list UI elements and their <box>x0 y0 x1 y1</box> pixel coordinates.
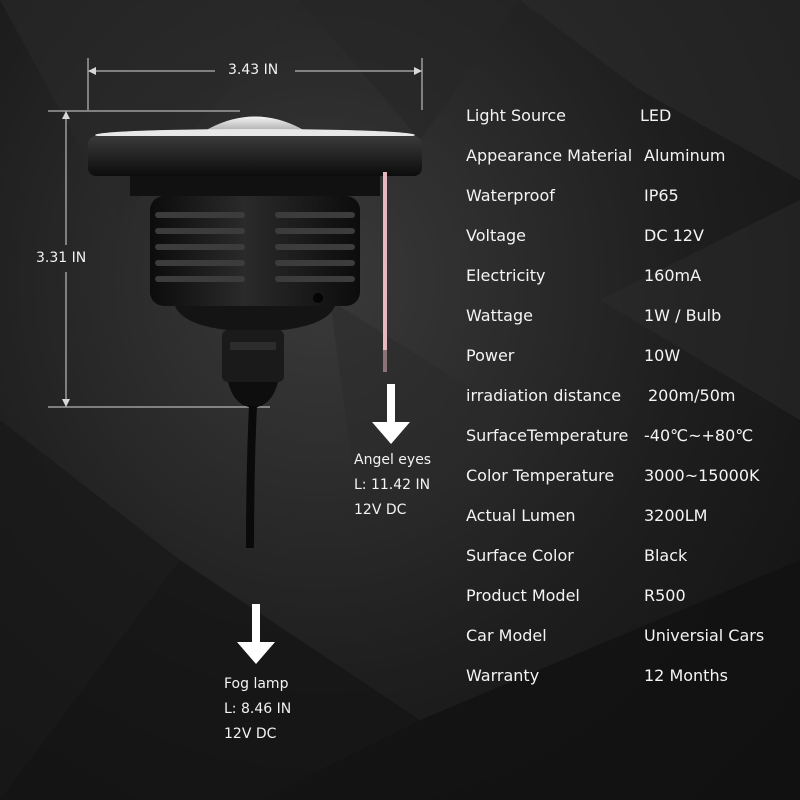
spec-row: Waterproof IP65 <box>466 186 786 210</box>
height-dimension-label: 3.31 IN <box>36 250 87 266</box>
spec-row: Product Model R500 <box>466 586 786 610</box>
spec-key: Voltage <box>466 226 527 245</box>
spec-value: LED <box>640 106 672 125</box>
spec-row: Voltage DC 12V <box>466 226 786 250</box>
angel-eyes-name: Angel eyes <box>354 452 432 468</box>
spec-row: Wattage 1W / Bulb <box>466 306 786 330</box>
spec-key: Wattage <box>466 306 533 325</box>
spec-row: Warranty 12 Months <box>466 666 786 690</box>
spec-key: Waterproof <box>466 186 555 205</box>
spec-key: Color Temperature <box>466 466 615 485</box>
spec-row: Electricity 160mA <box>466 266 786 290</box>
spec-key: irradiation distance <box>466 386 622 405</box>
spec-row: Color Temperature 3000~15000K <box>466 466 786 490</box>
spec-value: 3000~15000K <box>644 466 760 485</box>
spec-key: Car Model <box>466 626 547 645</box>
spec-row: Actual Lumen 3200LM <box>466 506 786 530</box>
spec-value: 160mA <box>644 266 702 285</box>
spec-value: 3200LM <box>644 506 708 525</box>
spec-key: Warranty <box>466 666 540 685</box>
fog-lamp-voltage: 12V DC <box>224 726 277 742</box>
angel-eyes-arrow-icon <box>372 384 410 444</box>
width-dimension-label: 3.43 IN <box>228 62 279 78</box>
fog-lamp-note: Fog lamp L: 8.46 IN 12V DC <box>224 672 291 747</box>
spec-row: Surface Color Black <box>466 546 786 570</box>
angel-eyes-voltage: 12V DC <box>354 502 407 518</box>
spec-row: Appearance Material Aluminum <box>466 146 786 170</box>
spec-key: Appearance Material <box>466 146 633 165</box>
spec-value: Aluminum <box>644 146 726 165</box>
spec-row: SurfaceTemperature -40℃~+80℃ <box>466 426 786 450</box>
spec-value: 12 Months <box>644 666 728 685</box>
fog-lamp-name: Fog lamp <box>224 676 289 692</box>
fog-lamp-arrow-icon <box>237 604 275 664</box>
spec-key: Product Model <box>466 586 580 605</box>
spec-key: SurfaceTemperature <box>466 426 629 445</box>
spec-value: Black <box>644 546 688 565</box>
spec-row: Light Source LED <box>466 106 786 130</box>
spec-value: DC 12V <box>644 226 704 245</box>
spec-row: Power 10W <box>466 346 786 370</box>
spec-value: 200m/50m <box>648 386 736 405</box>
spec-key: Electricity <box>466 266 546 285</box>
spec-value: -40℃~+80℃ <box>644 426 754 445</box>
fog-lamp-length: L: 8.46 IN <box>224 701 292 717</box>
spec-value: 10W <box>644 346 681 365</box>
angel-eyes-length: L: 11.42 IN <box>354 477 431 493</box>
spec-value: 1W / Bulb <box>644 306 722 325</box>
spec-value: R500 <box>644 586 686 605</box>
spec-key: Power <box>466 346 515 365</box>
spec-row: irradiation distance 200m/50m <box>466 386 786 410</box>
spec-key: Light Source <box>466 106 566 125</box>
angel-eyes-note: Angel eyes L: 11.42 IN 12V DC <box>354 448 431 523</box>
spec-value: IP65 <box>644 186 679 205</box>
spec-value: Universial Cars <box>644 626 765 645</box>
spec-row: Car Model Universial Cars <box>466 626 786 650</box>
spec-key: Actual Lumen <box>466 506 576 525</box>
spec-key: Surface Color <box>466 546 574 565</box>
